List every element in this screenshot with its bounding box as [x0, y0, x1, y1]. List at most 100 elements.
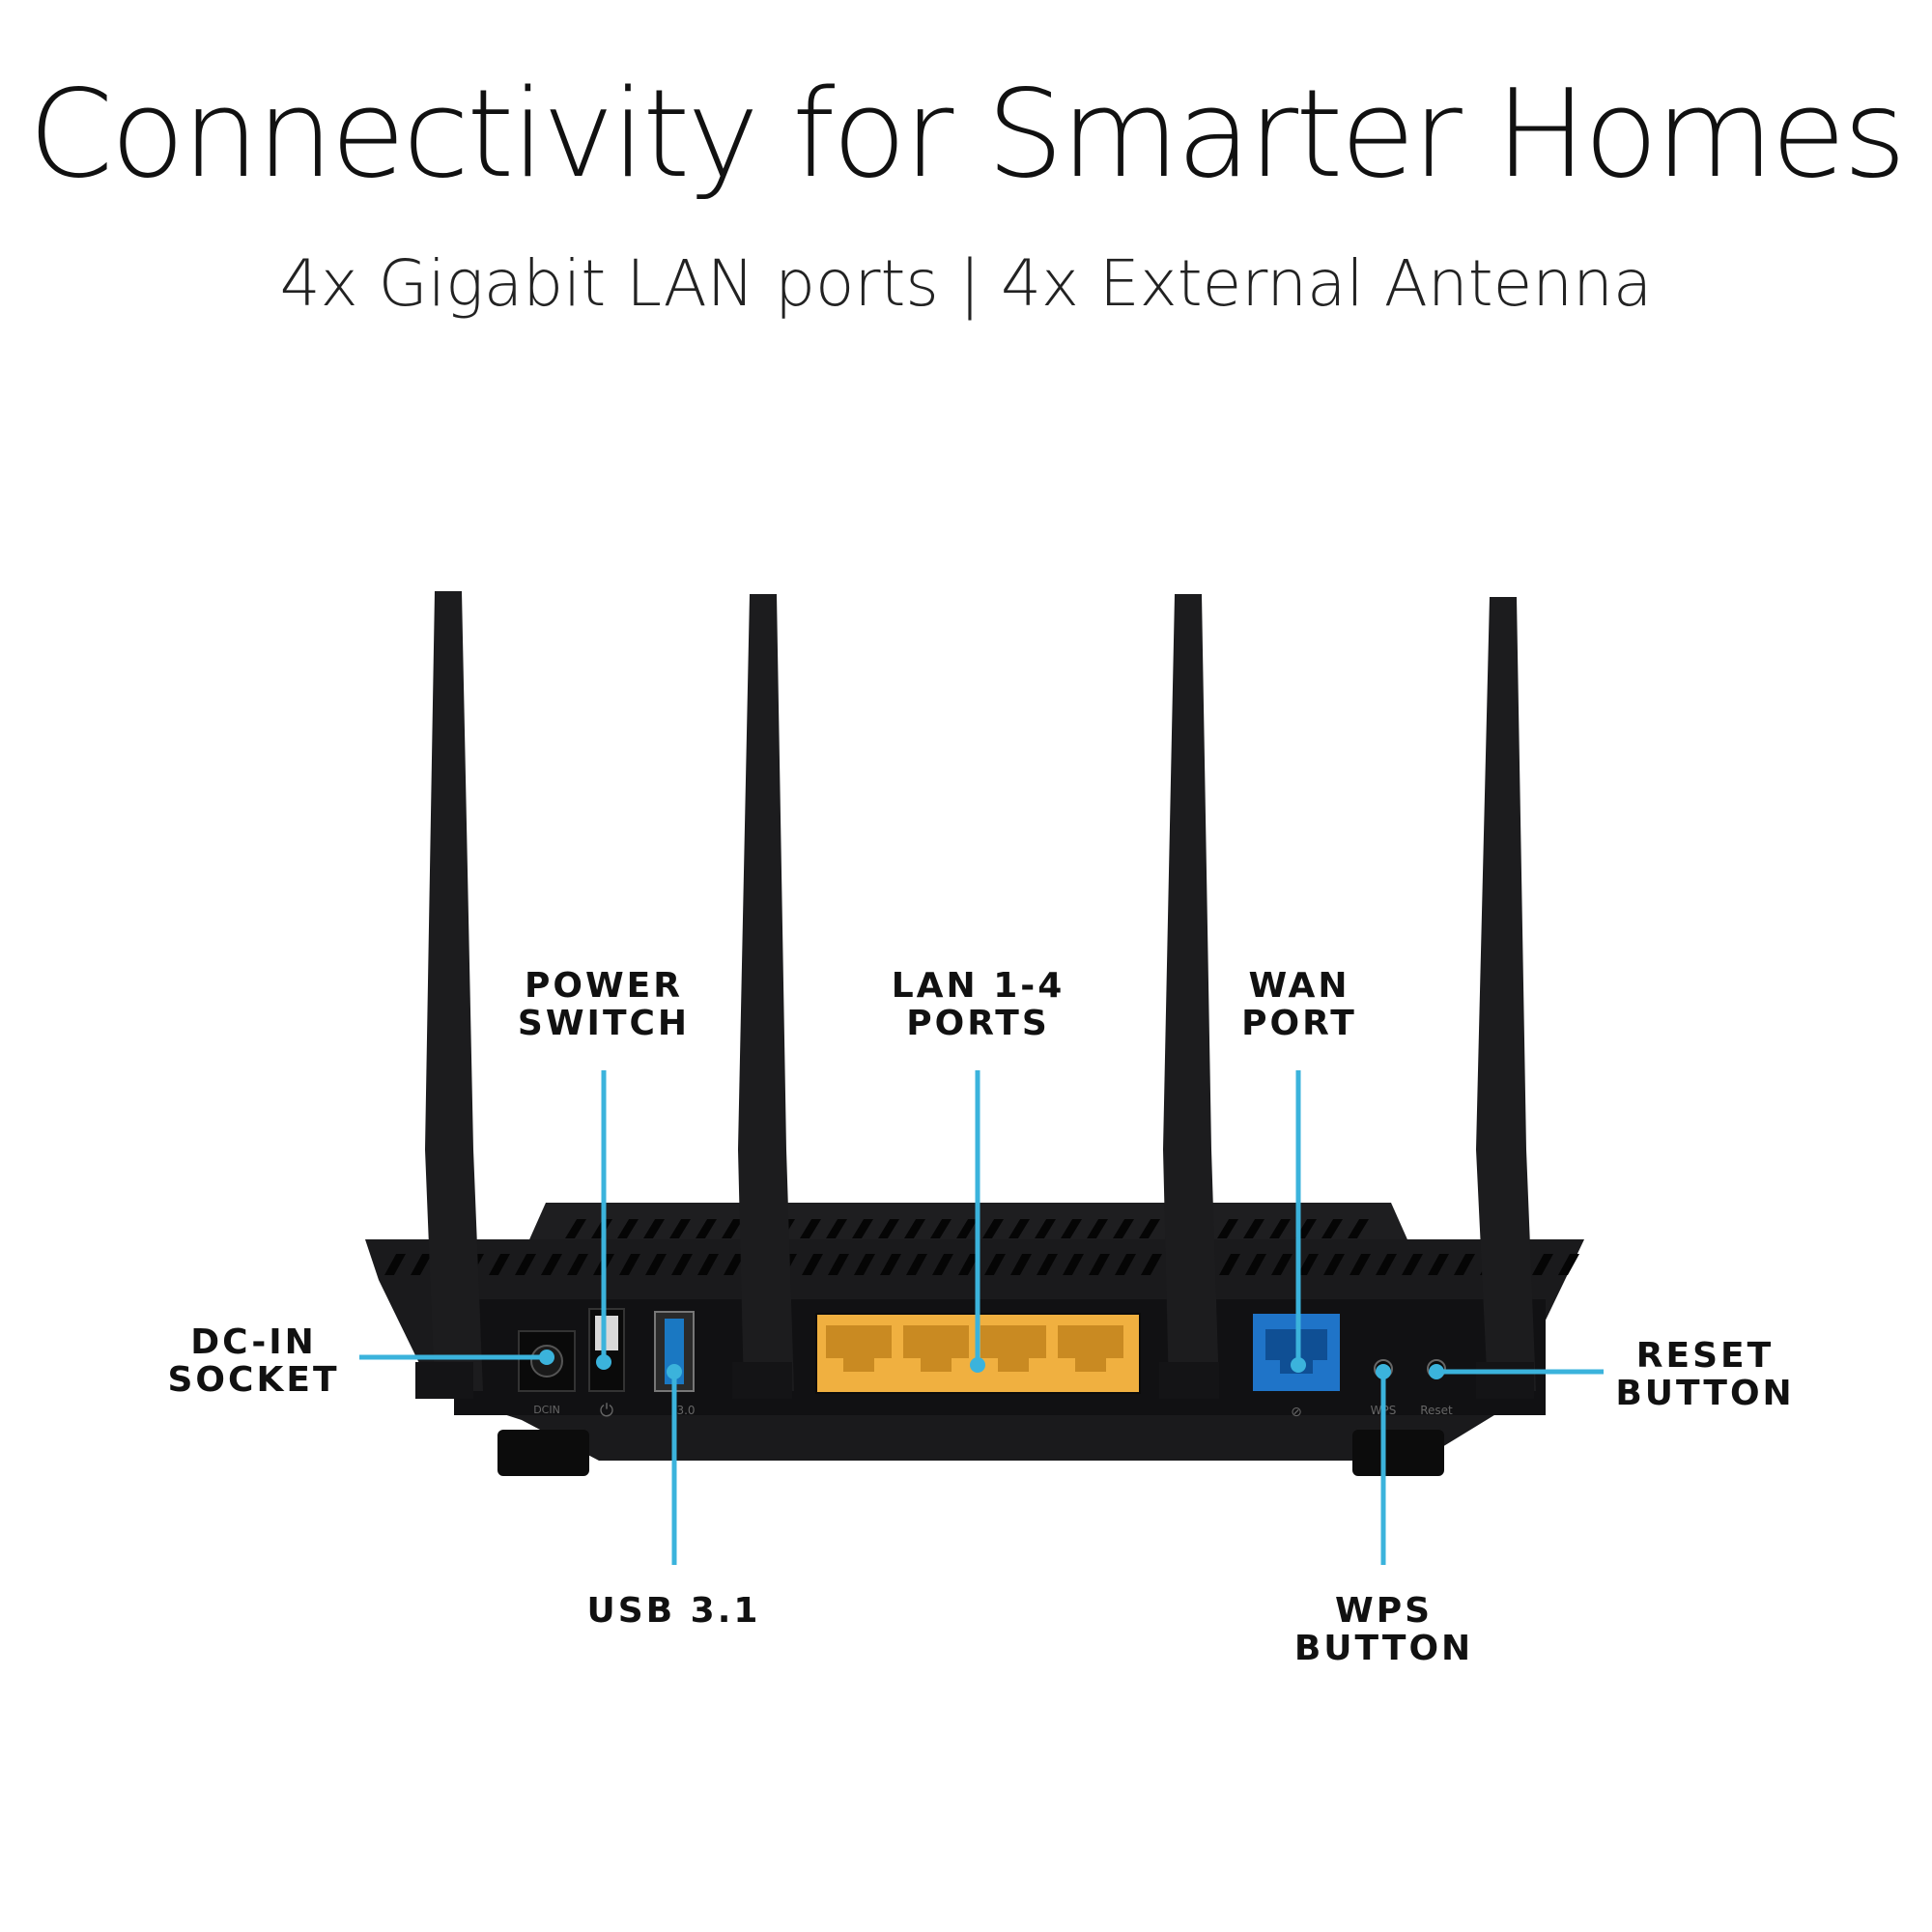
callout-wps-button: WPS BUTTON [1293, 1591, 1474, 1668]
callout-dc-in: DC-IN SOCKET [167, 1322, 340, 1400]
vent-slot [956, 1219, 978, 1238]
vent-slot [1558, 1254, 1579, 1275]
vent-slot [1009, 1219, 1030, 1238]
vent-slot [696, 1219, 717, 1238]
vent-slot [932, 1254, 953, 1275]
page-subtitle: 4x Gigabit LAN ports | 4x External Anten… [279, 246, 1653, 321]
vent-slot [958, 1254, 980, 1275]
vent-slot [1139, 1219, 1160, 1238]
vent-slot [1376, 1254, 1397, 1275]
vent-slot [1113, 1219, 1134, 1238]
vent-slot [617, 1219, 639, 1238]
callout-lan-ports: LAN 1-4 PORTS [891, 966, 1065, 1043]
vent-slot [878, 1219, 899, 1238]
vent-slot [906, 1254, 927, 1275]
vent-slot [722, 1219, 743, 1238]
usb-leader [667, 1364, 682, 1565]
vent-slot [1219, 1254, 1240, 1275]
vent-slot [1087, 1219, 1108, 1238]
vent-slot [852, 1219, 873, 1238]
vent-slot [619, 1254, 640, 1275]
vent-slot [515, 1254, 536, 1275]
callout-usb: USB 3.1 [586, 1591, 761, 1631]
vent-slot [1089, 1254, 1110, 1275]
vent-slot [697, 1254, 719, 1275]
vent-slot [1350, 1254, 1371, 1275]
vent-slot [541, 1254, 562, 1275]
antenna-3 [1159, 594, 1219, 1399]
vent-slot [1141, 1254, 1162, 1275]
dc-in-leader [359, 1350, 554, 1365]
vent-slot [826, 1219, 847, 1238]
vent-slot [671, 1254, 693, 1275]
wps-leader [1376, 1364, 1391, 1565]
vent-slot [669, 1219, 691, 1238]
vent-slot [982, 1219, 1004, 1238]
antenna-2 [732, 594, 794, 1399]
lan-jack [903, 1325, 969, 1358]
vent-slot [411, 1254, 432, 1275]
antenna-1 [415, 591, 483, 1399]
dc-in-port-label: DCIN [533, 1404, 560, 1416]
wan-globe-icon: ⊘ [1291, 1405, 1302, 1420]
lan-jack-tab [921, 1358, 952, 1372]
lan-jack-tab [998, 1358, 1029, 1372]
vent-slot [1323, 1254, 1345, 1275]
callout-reset-button: RESET BUTTON [1615, 1336, 1795, 1413]
foot-right [1352, 1430, 1444, 1476]
antenna-4 [1476, 597, 1536, 1399]
vent-slot [1532, 1254, 1553, 1275]
vent-slot [984, 1254, 1006, 1275]
vent-slot [1269, 1219, 1291, 1238]
vent-slot [643, 1219, 665, 1238]
vent-slot [1271, 1254, 1293, 1275]
lan-jack-tab [1075, 1358, 1106, 1372]
lan-jack [826, 1325, 892, 1358]
vent-slot [880, 1254, 901, 1275]
reset-leader [1429, 1364, 1604, 1379]
vent-slot [567, 1254, 588, 1275]
vent-slot [930, 1219, 952, 1238]
reset-port-label: Reset [1420, 1404, 1453, 1417]
power-switch-leader [596, 1070, 611, 1370]
vent-slot [1243, 1219, 1264, 1238]
vent-slot [1061, 1219, 1082, 1238]
vent-slot [1402, 1254, 1423, 1275]
wan-port-leader [1291, 1070, 1306, 1373]
page-title: Connectivity for Smarter Homes [28, 63, 1906, 205]
vent-slot [802, 1254, 823, 1275]
vent-slot [1035, 1219, 1056, 1238]
vent-slot [1321, 1219, 1343, 1238]
leader-lines [359, 1070, 1604, 1565]
vent-slot [489, 1254, 510, 1275]
vent-slot [1297, 1254, 1319, 1275]
foot-left [497, 1430, 589, 1476]
lan-jack [980, 1325, 1046, 1358]
vent-slot [904, 1219, 925, 1238]
vent-slot [800, 1219, 821, 1238]
vent-slot [384, 1254, 406, 1275]
power-icon: ⏻ [600, 1401, 613, 1421]
vent-slot [1348, 1219, 1369, 1238]
usb-port-label: 3.0 [676, 1404, 695, 1417]
vent-slot [1037, 1254, 1058, 1275]
vent-slot [1245, 1254, 1266, 1275]
vent-slot [1454, 1254, 1475, 1275]
power-switch [588, 1308, 625, 1392]
vent-slot [1217, 1219, 1238, 1238]
vent-slot [565, 1219, 586, 1238]
vent-slot [1428, 1254, 1449, 1275]
vent-slot [724, 1254, 745, 1275]
lan-jack-tab [843, 1358, 874, 1372]
vent-slot [1115, 1254, 1136, 1275]
vent-slot [645, 1254, 667, 1275]
vent-slot [1063, 1254, 1084, 1275]
vent-slot [1010, 1254, 1032, 1275]
vent-slot [828, 1254, 849, 1275]
callout-wan-port: WAN PORT [1241, 966, 1357, 1043]
lan-jack [1058, 1325, 1123, 1358]
lan-ports-leader [970, 1070, 985, 1373]
vent-slot [854, 1254, 875, 1275]
callout-power-switch: POWER SWITCH [517, 966, 691, 1043]
